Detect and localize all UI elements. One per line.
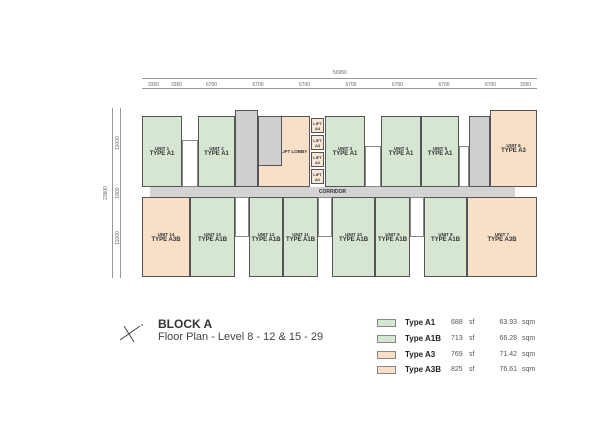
- void: [459, 146, 469, 187]
- dim-segment: 6700: [345, 82, 357, 88]
- vertical-dimension: 1800: [115, 187, 121, 199]
- vertical-dimension-line: [112, 108, 113, 278]
- legend-item: Type A1B 713 sf 66.28 sqm: [377, 334, 535, 343]
- unit-1[interactable]: UNIT 1 TYPE A1: [142, 116, 182, 187]
- legend-swatch: [377, 350, 396, 359]
- dim-segment: 3350: [519, 82, 532, 88]
- unit-10[interactable]: UNIT 10 TYPE A1B: [332, 197, 375, 277]
- dim-segment: 3350: [170, 82, 183, 88]
- floor-plan-subtitle: Floor Plan - Level 8 - 12 & 15 - 29: [158, 331, 324, 343]
- unit-8[interactable]: UNIT 8 TYPE A1B: [424, 197, 467, 277]
- legend-swatch: [377, 334, 396, 343]
- vertical-dimension-line-2: [120, 108, 121, 278]
- legend-swatch: [377, 318, 396, 327]
- dim-segment: 6700: [252, 82, 264, 88]
- lift-a3: LIFT A3: [311, 135, 324, 150]
- service-core: [235, 110, 258, 187]
- dim-segment: 3350: [147, 82, 160, 88]
- unit-13[interactable]: UNIT 13 TYPE A1B: [190, 197, 235, 277]
- vertical-dimension: 11000: [115, 136, 121, 150]
- unit-6[interactable]: UNIT 6 TYPE A3: [490, 110, 537, 187]
- legend-item: Type A3B 825 sf 76.61 sqm: [377, 365, 535, 374]
- unit-7[interactable]: UNIT 7 TYPE A3B: [467, 197, 537, 277]
- overall-dimension: 56950: [333, 70, 347, 76]
- segment-dimension-line: [142, 88, 537, 89]
- void: [182, 140, 198, 187]
- unit-2[interactable]: UNIT 2 TYPE A1: [198, 116, 235, 187]
- legend-item: Type A1 688 sf 63.93 sqm: [377, 318, 535, 327]
- dim-segment: 6700: [391, 82, 404, 88]
- vertical-dimension: 11000: [115, 231, 121, 245]
- staircase: [258, 116, 282, 166]
- north-arrow-icon: [119, 324, 143, 343]
- unit-4[interactable]: UNIT 4 TYPE A1: [381, 116, 421, 187]
- unit-14[interactable]: UNIT 14 TYPE A3B: [142, 197, 190, 277]
- unit-12[interactable]: UNIT 12 TYPE A1B: [249, 197, 283, 277]
- void: [235, 197, 249, 237]
- void: [365, 146, 381, 187]
- lift-a1: LIFT A1: [311, 169, 324, 184]
- dim-segment: 6700: [205, 82, 218, 88]
- void: [410, 197, 424, 237]
- dim-segment: 6700: [438, 82, 450, 88]
- void: [318, 197, 332, 237]
- block-title: BLOCK A: [158, 317, 213, 331]
- legend-item: Type A3 769 sf 71.42 sqm: [377, 350, 535, 359]
- dim-segment: 6700: [298, 82, 311, 88]
- unit-11[interactable]: UNIT 11 TYPE A1B: [283, 197, 318, 277]
- lift-a4: LIFT A4: [311, 118, 324, 133]
- staircase: [469, 116, 490, 187]
- vertical-total-dimension: 23800: [103, 186, 109, 200]
- overall-dimension-line: [142, 78, 537, 79]
- legend-swatch: [377, 365, 396, 374]
- lift-a2: LIFT A2: [311, 152, 324, 167]
- corridor: CORRIDOR: [150, 187, 515, 197]
- dim-segment: 6700: [484, 82, 497, 88]
- unit-3[interactable]: UNIT 3 TYPE A1: [325, 116, 365, 187]
- unit-5[interactable]: UNIT 5 TYPE A1: [421, 116, 459, 187]
- unit-9[interactable]: UNIT 9 TYPE A1B: [375, 197, 410, 277]
